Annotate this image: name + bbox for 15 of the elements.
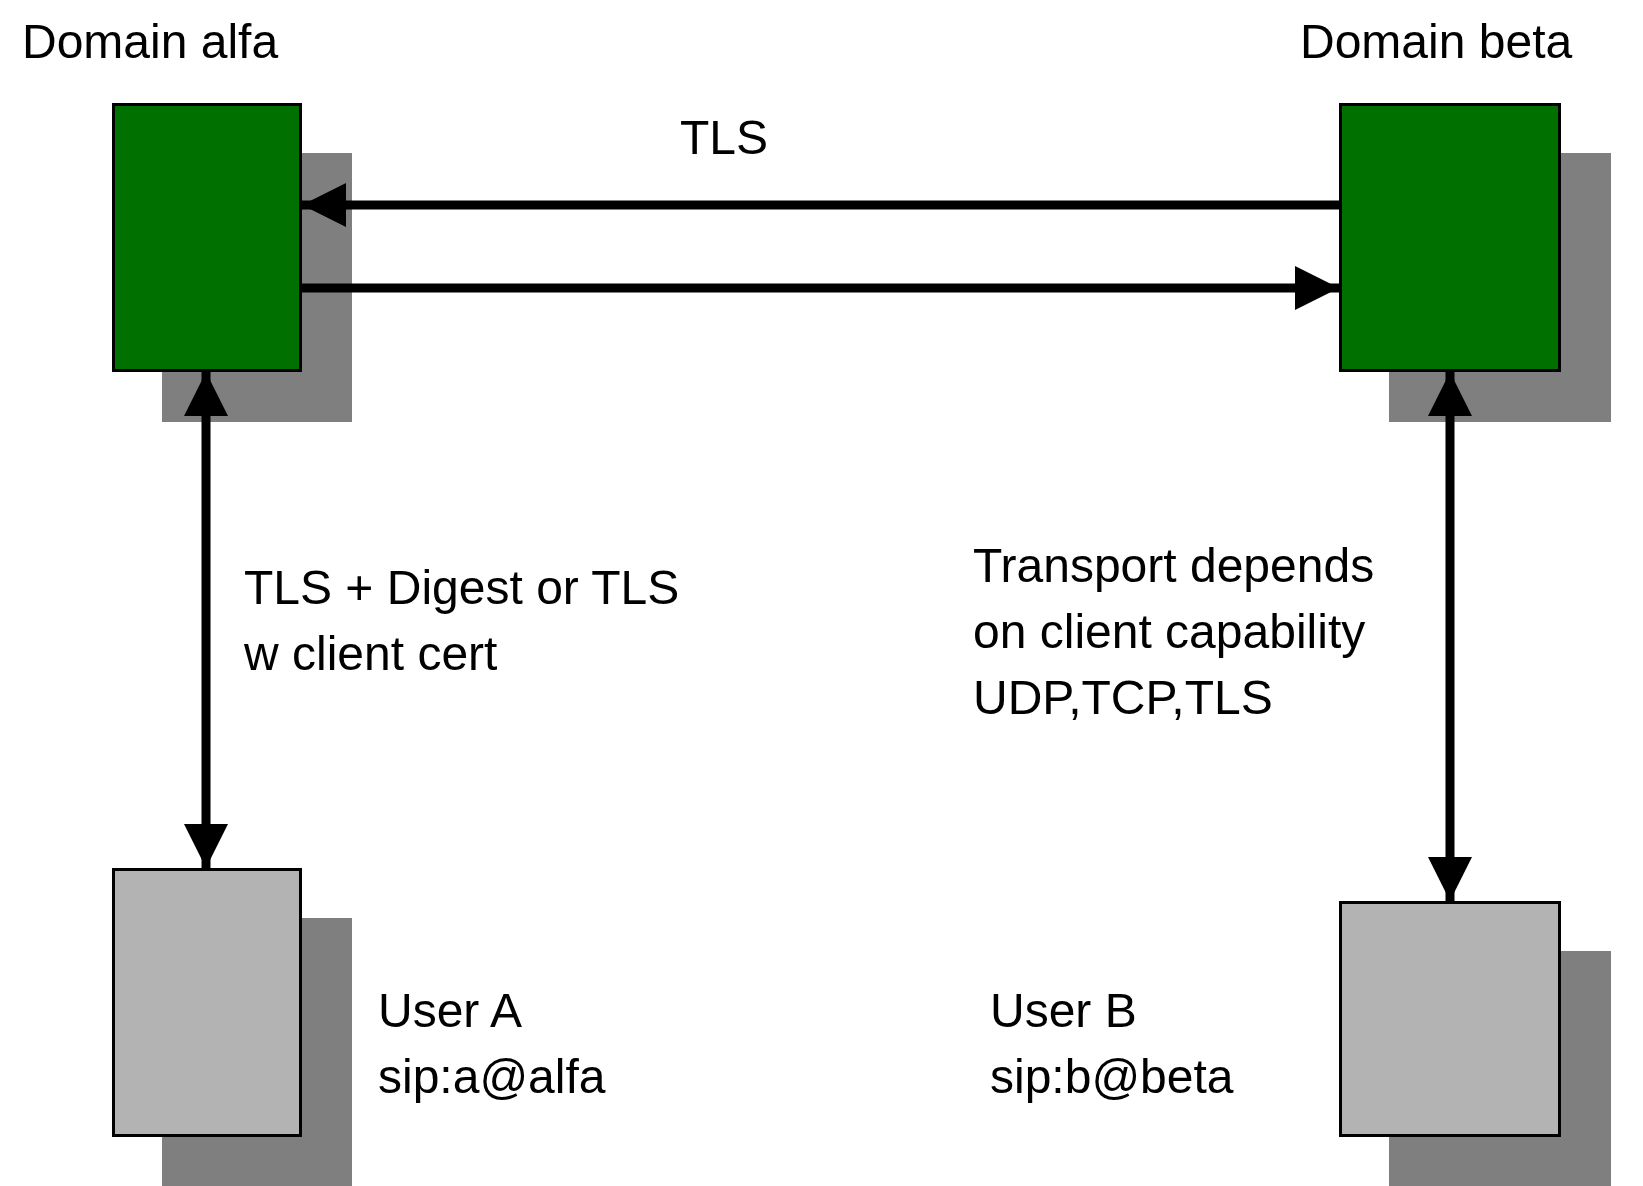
arrow xyxy=(184,372,228,868)
user-client-box xyxy=(112,868,302,1137)
user-label: sip:a@alfa xyxy=(378,1049,606,1105)
edge-label: Transport depends on client capability UDP,TCP,TLS xyxy=(973,538,1376,726)
arrow xyxy=(302,183,1339,227)
arrow xyxy=(302,266,1339,310)
user-client-box xyxy=(1339,901,1561,1137)
domain-label: Domain alfa xyxy=(22,14,279,70)
user-label: User B xyxy=(990,983,1138,1039)
domain-label: Domain beta xyxy=(1300,14,1573,70)
edge-label: TLS xyxy=(680,110,770,166)
edge-label: TLS + Digest or TLS w client cert xyxy=(244,560,681,682)
arrow xyxy=(1428,372,1472,901)
user-label: sip:b@beta xyxy=(990,1049,1234,1105)
user-label: User A xyxy=(378,983,524,1039)
